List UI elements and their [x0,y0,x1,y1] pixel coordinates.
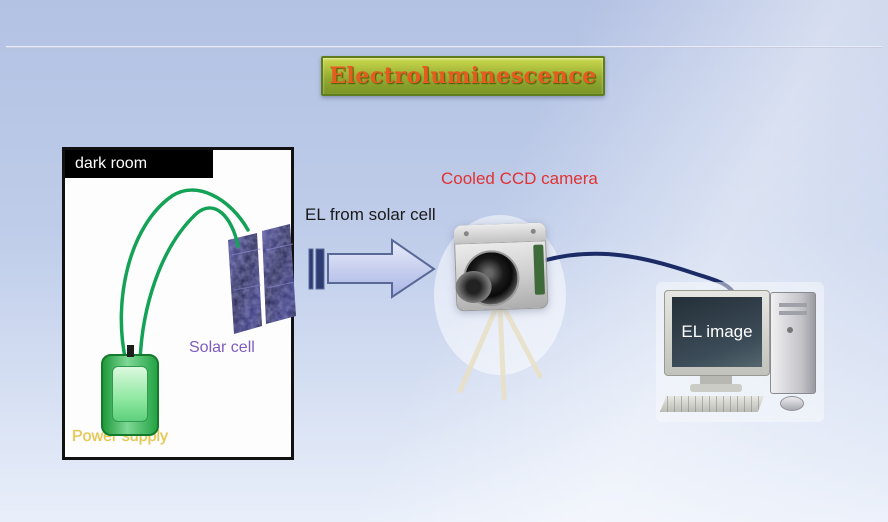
dark-room-box: dark room [62,147,294,460]
title-banner: Electroluminescence [321,56,605,96]
power-supply-window [112,366,148,422]
solar-cell-label: Solar cell [189,339,255,356]
power-supply-image [101,345,159,436]
el-arrow [308,238,436,299]
divider-line [6,46,882,48]
dark-room-header: dark room [65,150,213,178]
camera-circuit-board [533,244,545,295]
monitor-screen: EL image [672,297,762,367]
camera-label: Cooled CCD camera [441,169,598,188]
keyboard [660,396,764,412]
monitor: EL image [664,290,770,376]
tower-drive-slot [779,303,807,307]
el-image-label: EL image [681,322,753,341]
tower-drive-slot [779,311,807,315]
computer-tower [770,292,816,394]
mouse [780,396,804,411]
desktop-computer-image: EL image [656,282,824,422]
power-supply-plug [127,345,134,357]
camera-screw-icon [530,228,536,234]
tripod-legs [457,303,543,401]
camera-top-plate [453,222,547,245]
ccd-camera-image [453,222,549,312]
tower-power-button [787,327,793,333]
slide-title: Electroluminescence [329,63,597,89]
dark-room-label: dark room [75,155,148,172]
camera-screw-icon [463,231,469,237]
monitor-stand [700,376,732,386]
monitor-base [690,384,742,392]
el-arrow-label: EL from solar cell [305,205,436,224]
